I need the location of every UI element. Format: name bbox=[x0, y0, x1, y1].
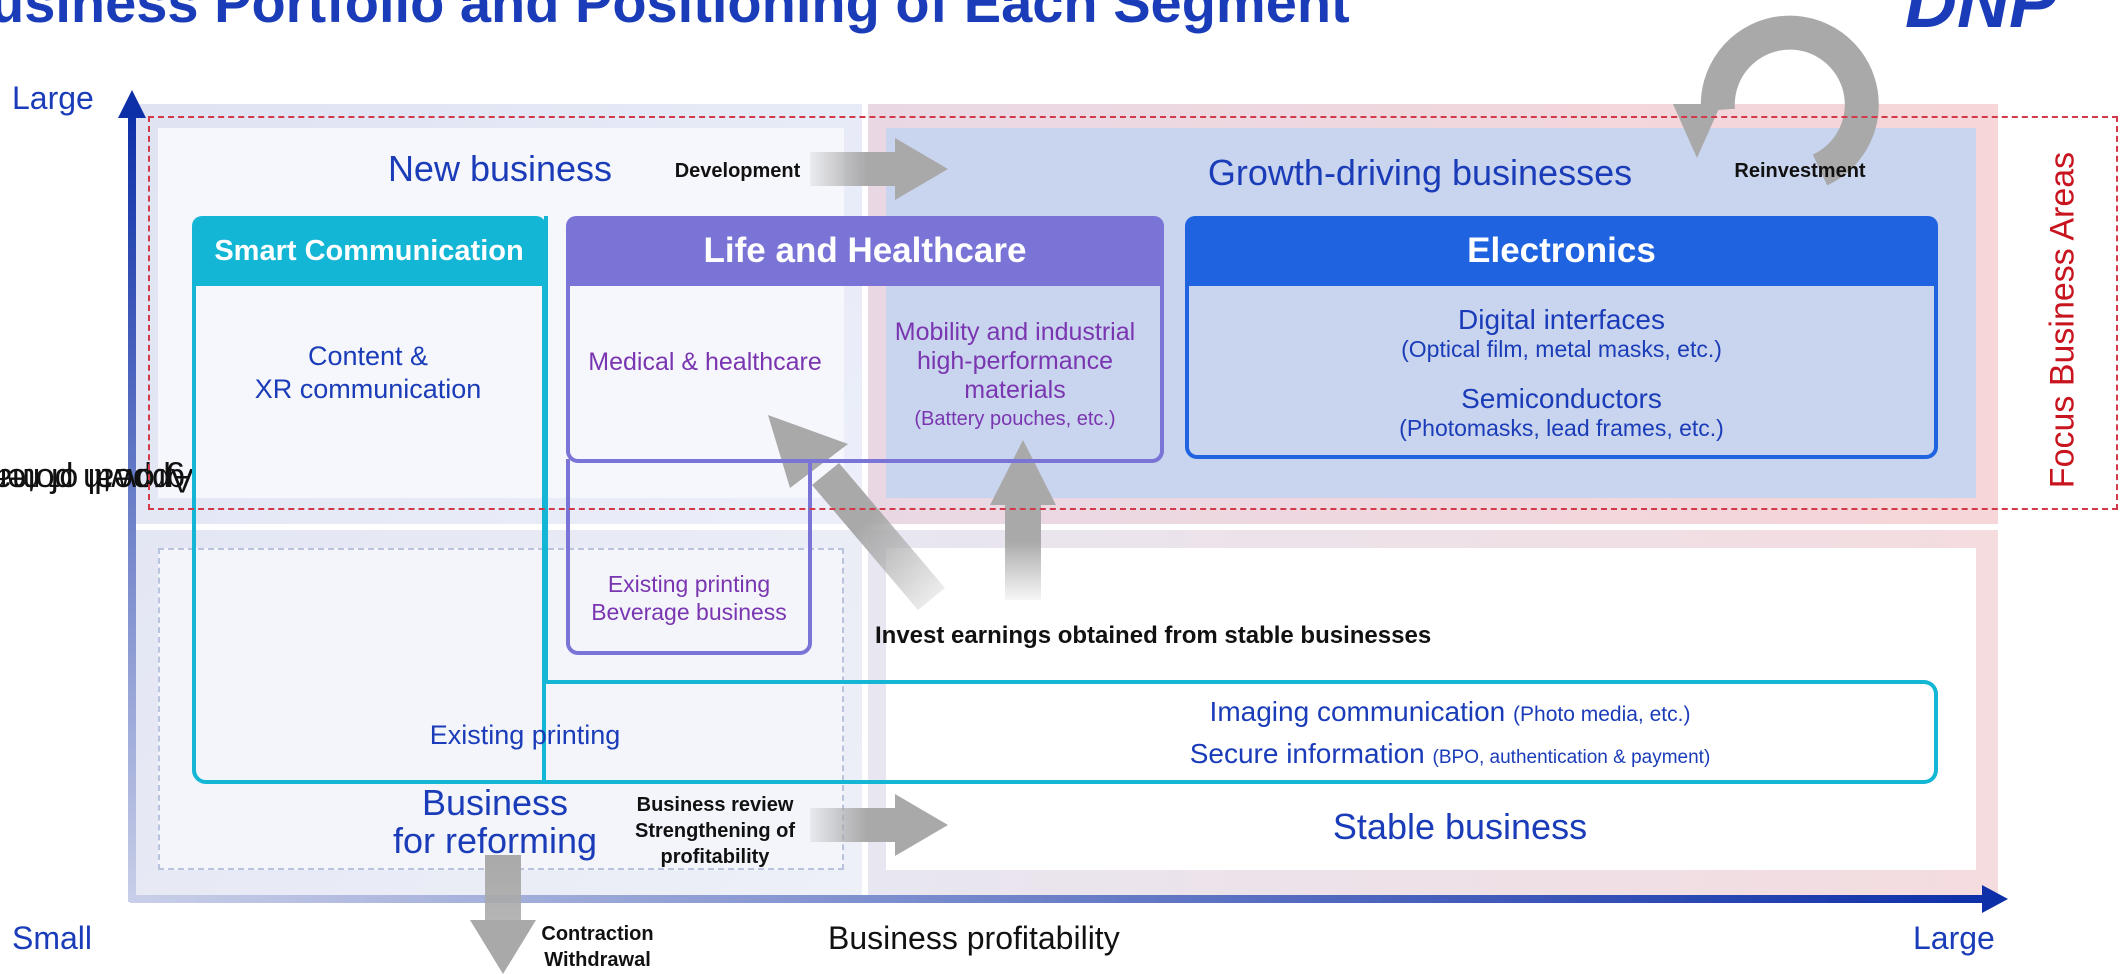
y-axis-small-label: Small bbox=[12, 920, 93, 956]
x-axis-line bbox=[130, 895, 1990, 903]
medical-healthcare-label: Medical & healthcare bbox=[588, 348, 822, 376]
invest-earnings-label: Invest earnings obtained from stable bus… bbox=[875, 622, 1432, 649]
development-label: Development bbox=[674, 160, 801, 182]
x-axis-large-label: Large bbox=[1913, 920, 1995, 956]
stable-business-panel bbox=[886, 548, 1976, 870]
x-axis-arrowhead bbox=[1982, 885, 2008, 913]
smart-communication-divider bbox=[544, 216, 548, 684]
focus-business-areas-label: Focus Business Areas bbox=[2043, 151, 2082, 489]
x-axis-title: Business profitability bbox=[828, 920, 1120, 956]
mobility-materials-label: Mobility and industrial high-performance… bbox=[894, 318, 1136, 430]
new-business-panel bbox=[158, 128, 844, 498]
y-axis-title: Appeal of marketgrowth potential bbox=[0, 461, 194, 499]
contraction-arrow bbox=[470, 855, 536, 974]
content-xr-label: Content &XR communication bbox=[254, 341, 482, 404]
stable-business-label: Stable business bbox=[1332, 806, 1588, 847]
electronics-header: Electronics bbox=[1185, 216, 1938, 286]
existing-printing-label: Existing printing bbox=[429, 720, 621, 750]
imaging-communication-label: Imaging communication (Photo media, etc.… bbox=[1209, 696, 1691, 727]
life-healthcare-header: Life and Healthcare bbox=[566, 216, 1164, 286]
business-review-arrow bbox=[810, 794, 948, 856]
invest-diagonal-arrow bbox=[768, 415, 945, 610]
life-healthcare-extension bbox=[566, 459, 812, 655]
new-business-label: New business bbox=[387, 148, 613, 189]
smart-communication-extension bbox=[542, 680, 1938, 784]
growth-driving-panel bbox=[886, 128, 1976, 498]
reinvestment-label: Reinvestment bbox=[1734, 160, 1866, 182]
y-axis-arrowhead bbox=[118, 90, 146, 118]
y-axis-large-label: Large bbox=[12, 80, 94, 116]
development-arrow bbox=[810, 138, 948, 200]
reforming-panel bbox=[158, 548, 844, 870]
semiconductors-label: Semiconductors (Photomasks, lead frames,… bbox=[1399, 383, 1724, 441]
growth-driving-label: Growth-driving businesses bbox=[1207, 152, 1633, 193]
smart-communication-header: Smart Communication bbox=[192, 216, 546, 286]
y-axis-line bbox=[128, 110, 136, 902]
invest-up-arrow bbox=[990, 440, 1056, 600]
secure-information-label: Secure information (BPO, authentication … bbox=[1189, 738, 1711, 769]
company-logo: DNP bbox=[1905, 0, 2058, 43]
digital-interfaces-label: Digital interfaces (Optical film, metal … bbox=[1401, 304, 1722, 362]
page-title: usiness Portfolio and Positioning of Eac… bbox=[0, 0, 1350, 34]
focus-business-areas-box bbox=[148, 116, 2118, 510]
